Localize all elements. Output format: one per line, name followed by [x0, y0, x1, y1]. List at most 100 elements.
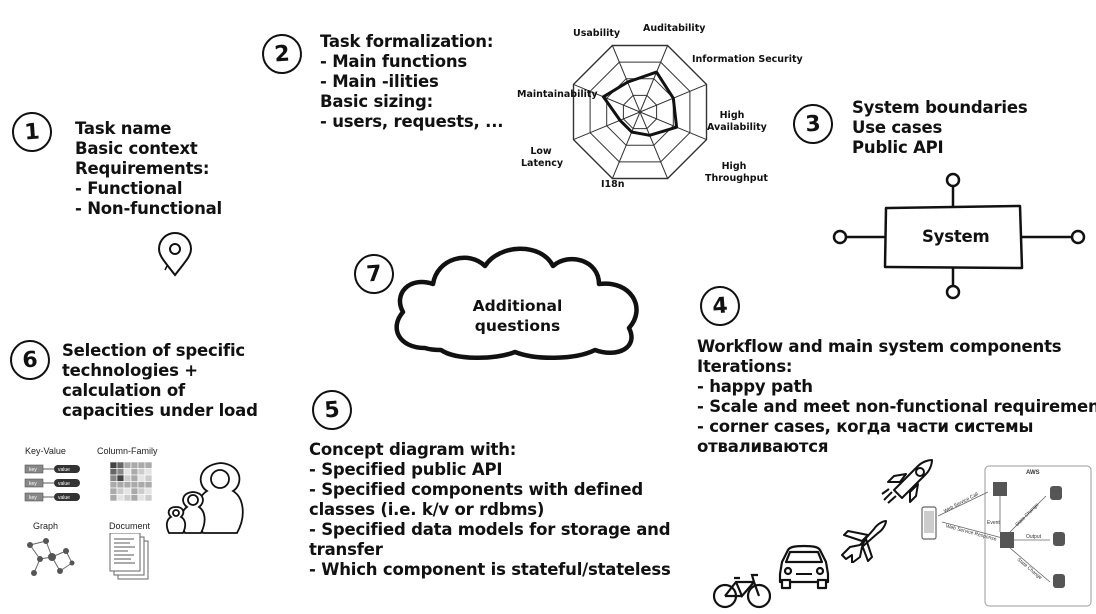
radar-axis — [639, 45, 669, 113]
graph-title: Graph — [33, 521, 59, 531]
column-family-cell — [130, 481, 139, 489]
document-title: Document — [109, 521, 151, 531]
column-family-cell — [144, 494, 153, 502]
nesting-dolls-icon — [165, 462, 244, 534]
aws-architecture-diagram — [938, 465, 1092, 607]
cloud-icon — [394, 246, 639, 360]
column-family-cell — [116, 468, 125, 476]
column-family-cell — [137, 462, 146, 469]
step-2-number: 2 — [260, 32, 304, 76]
step-1-text: Task name Basic context Requirements: - … — [75, 119, 222, 219]
step-4-line: Iterations: — [697, 357, 793, 376]
system-box-label: System — [922, 227, 990, 246]
column-family-cell — [123, 487, 132, 495]
cloud-line: questions — [474, 317, 561, 335]
column-family-cell — [137, 481, 146, 489]
radar-label-usability: Usability — [573, 28, 621, 39]
quality-attributes-radar — [572, 44, 708, 180]
column-family-cell — [123, 481, 132, 489]
radar-label-low-latency: Low Latency — [521, 146, 564, 169]
step-5-line: - Which component is stateful/stateless — [309, 560, 671, 579]
column-family-cell — [130, 468, 139, 476]
step-5-line: - Specified data models for storage and — [309, 520, 671, 539]
step-5-line: - Specified public API — [309, 460, 503, 479]
column-family-cell — [110, 487, 118, 495]
step-4-line: - corner cases, когда части системы — [697, 417, 1034, 436]
step-6-text: Selection of specific technologies + cal… — [62, 341, 258, 421]
column-family-cell — [116, 462, 125, 469]
step-1-line: - Non-functional — [75, 199, 222, 218]
step-2-line: Task formalization: — [320, 32, 494, 51]
column-family-cell — [137, 468, 146, 476]
step-3-line: Public API — [852, 138, 944, 157]
step-2-line: Basic sizing: — [320, 92, 434, 111]
column-family-cell — [130, 462, 139, 469]
step-4-line: отваливаются — [697, 437, 829, 456]
radar-axis — [611, 111, 641, 179]
step-5-text: Concept diagram with: - Specified public… — [309, 440, 671, 580]
step-6-line: calculation of — [62, 381, 185, 400]
graph-store-icon — [27, 538, 75, 576]
step-4-line: Workflow and main system components — [697, 337, 1062, 356]
rocket-icon — [881, 459, 933, 504]
column-family-cell — [116, 481, 125, 489]
radar-axis — [611, 45, 641, 113]
step-3-line: System boundaries — [852, 98, 1028, 117]
step-6-line: technologies + — [62, 361, 198, 380]
step-3-number: 3 — [791, 102, 835, 146]
step-3-text: System boundaries Use cases Public API — [852, 98, 1028, 158]
step-5-line: - Specified components with defined — [309, 480, 643, 499]
radar-label-line: Information Security — [692, 54, 803, 65]
bicycle-icon — [712, 573, 772, 609]
column-family-cell — [116, 494, 125, 502]
cloud-line: Additional — [472, 297, 563, 315]
column-family-cell — [130, 474, 139, 482]
column-family-cell — [110, 474, 118, 482]
column-family-cell — [123, 468, 132, 476]
key-value-store-icon — [24, 464, 80, 502]
kv-key-label: key — [29, 467, 37, 473]
column-family-cell — [116, 487, 125, 495]
kv-key-label: key — [29, 495, 37, 501]
step-4-line: - Scale and meet non-functional requirem… — [697, 397, 1096, 416]
column-family-cell — [130, 487, 139, 495]
cloud-text: Additional questions — [430, 296, 605, 336]
step-2-line: - users, requests, ... — [320, 112, 504, 131]
step-1-line: Requirements: — [75, 159, 210, 178]
step-5-number: 5 — [310, 388, 354, 432]
column-family-cell — [137, 474, 146, 482]
radar-value-shape — [601, 70, 679, 137]
column-family-cell — [116, 474, 125, 482]
step-1-line: Basic context — [75, 139, 198, 158]
step-5-line: transfer — [309, 540, 383, 559]
column-family-cell — [144, 462, 153, 469]
step-1-number: 1 — [10, 110, 54, 154]
step-2-line: - Main functions — [320, 52, 467, 71]
step-3-line: Use cases — [852, 118, 943, 137]
radar-label-auditability: Auditability — [643, 23, 706, 34]
step-2-line: - Main -ilities — [320, 72, 439, 91]
column-family-cell — [123, 494, 132, 502]
column-family-cell — [144, 487, 153, 495]
step-4-number: 4 — [698, 284, 742, 328]
column-family-cell — [123, 474, 132, 482]
radar-label-i18n: I18n — [601, 179, 625, 190]
column-family-cell — [144, 468, 153, 476]
column-family-cell — [144, 481, 153, 489]
step-6-line: Selection of specific — [62, 341, 246, 360]
step-4-text: Workflow and main system components Iter… — [697, 337, 1096, 457]
radar-label-high-availability: High Availability — [707, 110, 767, 133]
kv-value-label: value — [58, 495, 70, 501]
column-family-store-icon — [110, 462, 153, 502]
column-family-cell — [144, 474, 153, 482]
step-4-line: - happy path — [697, 377, 813, 396]
column-family-cell — [130, 494, 139, 502]
step-6-line: capacities under load — [62, 401, 258, 420]
column-family-cell — [110, 481, 118, 489]
column-family-cell — [110, 462, 118, 469]
kv-key-label: key — [29, 481, 37, 487]
step-5-line: Concept diagram with: — [309, 440, 517, 459]
radar-axis — [573, 111, 641, 141]
kv-value-label: value — [58, 481, 70, 487]
column-family-cell — [123, 462, 132, 469]
